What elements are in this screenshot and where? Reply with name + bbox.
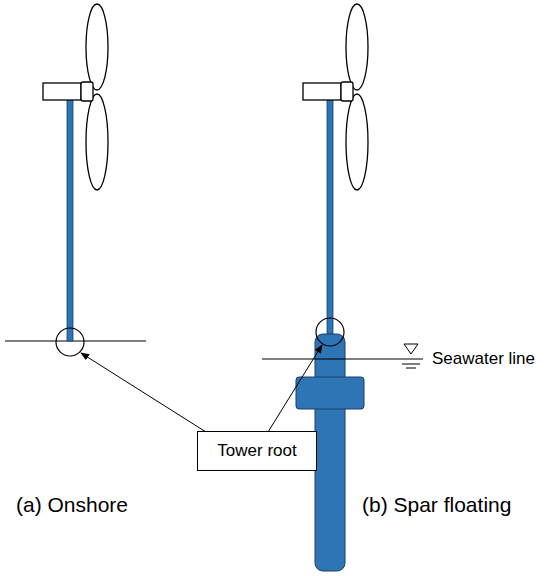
water-line-label: Seawater line	[432, 349, 535, 369]
leader-arrow	[268, 345, 322, 432]
seawater-symbol	[262, 344, 423, 368]
tower-root-circle	[56, 328, 84, 356]
tower-root-circle	[316, 318, 344, 346]
onshore-turbine	[43, 4, 108, 341]
box-text: Tower root	[217, 441, 296, 461]
ground-line	[5, 341, 146, 342]
callout-box: Tower root	[197, 431, 317, 471]
caption-label: (b) Spar floating	[362, 493, 511, 517]
leader-arrow	[81, 353, 206, 432]
spar-turbine	[296, 4, 368, 571]
caption-label: (a) Onshore	[16, 493, 128, 517]
